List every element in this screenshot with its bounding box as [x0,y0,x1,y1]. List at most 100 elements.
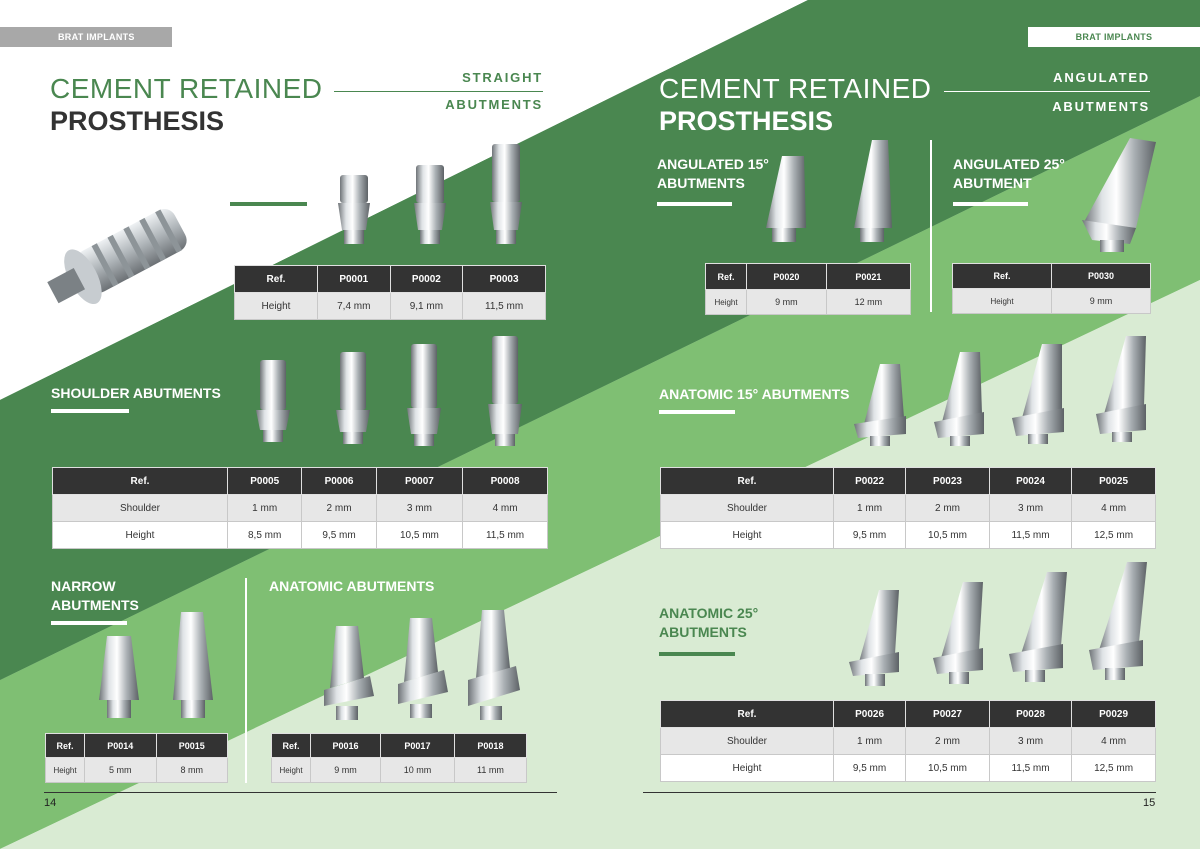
table-row-label: Height [660,521,834,549]
table-row-label: Height [660,754,834,782]
table-cell: 8,5 mm [226,521,303,549]
ang25-abutment-image [1082,138,1156,252]
ang25-title-bar [953,202,1028,206]
table-header-cell: P0007 [375,467,464,495]
brand-tag-left: BRAT IMPLANTS [0,27,172,47]
anat15-title: ANATOMIC 15° ABUTMENTS [659,386,850,402]
ang15-title-bar [657,202,732,206]
table-row-label: Shoulder [660,727,834,755]
anat15-abutment-images [854,336,1146,446]
table-row-label: Height [952,288,1052,314]
table-cell: 11 mm [453,757,528,783]
table-header-ref: Ref. [234,265,318,293]
left-sub-2: ABUTMENTS [445,97,543,112]
anat25-title-bar [659,652,735,656]
table-cell: 5 mm [84,757,157,783]
table-header-cell: P0029 [1071,700,1156,728]
table-cell: 4 mm [462,494,548,522]
narrow-abutment-images [99,612,213,718]
anat25-title-line-2: ABUTMENTS [659,624,747,640]
table-header-cell: P0002 [389,265,464,293]
table-cell: 3 mm [988,494,1073,522]
abutment-hero-image [47,208,187,305]
anat15-spec-table: Ref. P0022 P0023 P0024 P0025 Shoulder 1 … [660,467,1156,549]
table-cell: 10,5 mm [375,521,464,549]
table-cell: 3 mm [375,494,464,522]
table-cell: 12,5 mm [1071,754,1156,782]
left-title-rule [334,91,543,92]
table-header-cell: P0001 [317,265,391,293]
ang15-title-line-2: ABUTMENTS [657,175,745,191]
table-header-ref: Ref. [271,733,311,758]
ang25-title-line-2: ABUTMENT [953,175,1032,191]
standard-spec-table: Ref. P0001 P0002 P0003 Height 7,4 mm 9,1… [234,265,546,320]
table-cell: 1 mm [832,494,907,522]
table-header-cell: P0021 [825,263,912,290]
narrow-spec-table: Ref. P0014 P0015 Height 5 mm 8 mm [45,733,228,783]
table-header-cell: P0023 [905,467,990,495]
table-cell: 9 mm [309,757,382,783]
table-header-cell: P0005 [226,467,303,495]
table-cell: 2 mm [905,727,990,755]
table-header-cell: P0025 [1071,467,1156,495]
right-title-bold: PROSTHESIS [659,106,834,136]
narrow-title-bar [51,621,127,625]
anat25-title-line-1: ANATOMIC 25° [659,605,759,621]
left-title-light: CEMENT RETAINED [50,73,323,104]
table-header-ref: Ref. [52,467,228,495]
table-row-label: Height [271,757,311,783]
narrow-title-line-2: ABUTMENTS [51,597,139,613]
table-header-cell: P0006 [301,467,377,495]
table-header-cell: P0003 [462,265,546,293]
table-cell: 12 mm [825,289,912,315]
table-header-cell: P0022 [832,467,907,495]
table-cell: 9,5 mm [301,521,377,549]
table-row-label: Height [45,757,85,783]
anat15-title-bar [659,410,735,414]
table-row-label: Shoulder [660,494,834,522]
table-cell: 9,5 mm [832,754,907,782]
table-row-label: Shoulder [52,494,228,522]
anatomic-abutment-images [324,610,520,720]
narrow-anatomic-divider [245,578,247,783]
ang15-spec-table: Ref. P0020 P0021 Height 9 mm 12 mm [705,263,912,315]
table-header-ref: Ref. [660,700,834,728]
standard-title-bar [230,202,307,206]
table-header-cell: P0014 [84,733,157,758]
ang15-title-line-1: ANGULATED 15° [657,156,769,172]
table-cell: 9,1 mm [389,292,464,320]
shoulder-title: SHOULDER ABUTMENTS [51,385,221,401]
table-cell: 10,5 mm [905,754,990,782]
table-header-cell: P0018 [453,733,528,758]
anat25-abutment-images [849,562,1147,686]
table-cell: 9 mm [1051,288,1151,314]
table-cell: 12,5 mm [1071,521,1156,549]
ang15-abutment-images [766,140,892,242]
table-header-ref: Ref. [660,467,834,495]
brand-tag-right: BRAT IMPLANTS [1028,27,1200,47]
page-number-left: 14 [44,797,57,809]
shoulder-spec-table: Ref. P0005 P0006 P0007 P0008 Shoulder 1 … [52,467,548,549]
right-title-light: CEMENT RETAINED [659,73,932,104]
right-title-rule [944,91,1150,92]
table-header-cell: P0015 [155,733,228,758]
ang25-spec-table: Ref. P0030 Height 9 mm [952,263,1151,314]
table-header-cell: P0026 [832,700,907,728]
ang-divider [930,140,932,312]
table-header-ref: Ref. [952,263,1052,289]
table-cell: 4 mm [1071,727,1156,755]
left-title-bold: PROSTHESIS [50,106,225,136]
left-footer-rule [44,792,557,793]
table-header-cell: P0016 [309,733,382,758]
table-header-cell: P0017 [380,733,455,758]
right-footer-rule [643,792,1156,793]
standard-title-line-1: STANDARD [230,156,308,172]
narrow-title-line-1: NARROW [51,578,116,594]
right-sub-2: ABUTMENTS [1052,99,1150,114]
table-cell: 8 mm [155,757,228,783]
table-header-cell: P0024 [988,467,1073,495]
shoulder-abutment-images [256,336,522,446]
table-header-ref: Ref. [45,733,85,758]
table-cell: 9,5 mm [832,521,907,549]
table-header-cell: P0008 [462,467,548,495]
